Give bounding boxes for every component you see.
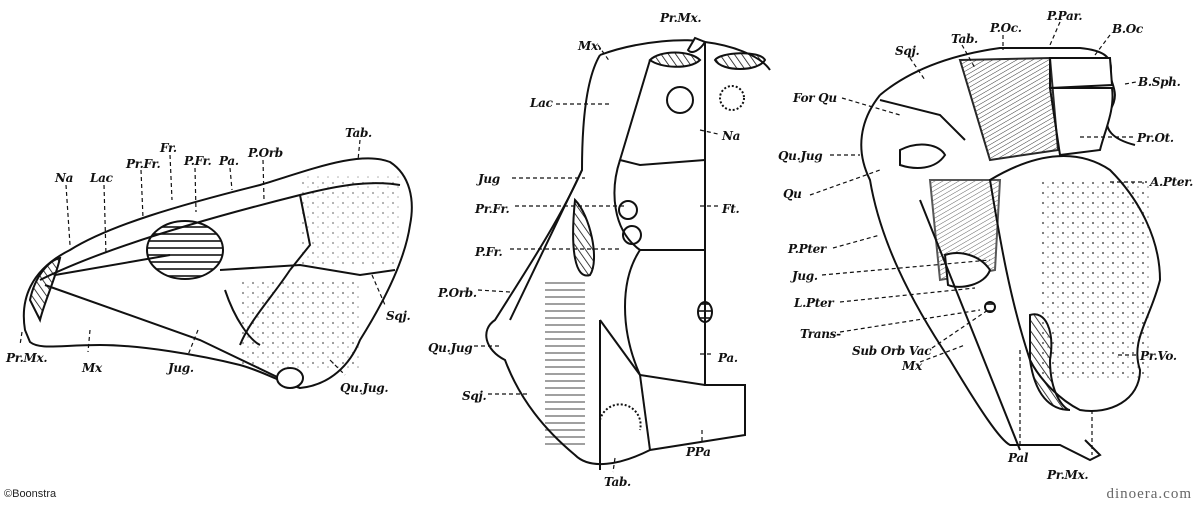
label-parietal: Pa.: [219, 154, 239, 168]
label-basisphenoid: B.Sph.: [1138, 75, 1181, 89]
lateral-skull-view: [19, 139, 413, 390]
label-basioccipital: B.Oc: [1112, 22, 1143, 36]
label-maxilla: Mx.: [578, 39, 602, 53]
label-jugal: Jug.: [168, 361, 194, 375]
ventral-skull-view: [809, 21, 1162, 462]
label-postparietal: PPa: [686, 445, 711, 459]
label-na: Na: [722, 129, 741, 143]
label-quadratojugal: Qu.Jug.: [340, 381, 389, 395]
label-jugal: Jug: [478, 172, 500, 186]
dorsal-skull-view: [474, 36, 771, 473]
label-lateral-pterygoid: L.Pter: [794, 296, 834, 310]
label-parietal: Pa.: [718, 351, 738, 365]
image-credit: ©Boonstra: [4, 488, 57, 500]
label-postfrontal: P.Fr.: [475, 245, 503, 259]
label-premaxilla: Pr.Mx.: [1047, 468, 1089, 482]
label-premaxilla: Pr.Mx.: [6, 351, 48, 365]
label-anterior-pterygoid: A.Pter.: [1150, 175, 1193, 189]
label-tabular: Tab.: [951, 32, 978, 46]
label-quadratojugal: Qu.Jug: [428, 341, 473, 355]
label-prootic: Pr.Ot.: [1137, 131, 1174, 145]
label-posterior-pterygoid: P.Pter: [788, 242, 826, 256]
label-quadrate-foramen: For Qu: [793, 91, 837, 105]
label-prevomer: Pr.Vo.: [1140, 349, 1177, 363]
label-lac: Lac: [90, 171, 113, 185]
label-suborbital-vacuity: Sub Orb Vac: [852, 344, 932, 358]
label-tabular: Tab.: [604, 475, 631, 489]
label-paroccipital: P.Oc.: [990, 21, 1022, 35]
label-frontal: Fr.: [160, 141, 177, 155]
label-quadratojugal: Qu.Jug: [778, 149, 823, 163]
label-prefrontal: Pr.Fr.: [126, 157, 161, 171]
label-transverse: Trans-: [800, 327, 841, 341]
label-prefrontal: Pr.Fr.: [475, 202, 510, 216]
label-squamosal: Sqj.: [462, 389, 487, 403]
label-squamosal: Sqj.: [386, 309, 411, 323]
label-na: Na: [55, 171, 74, 185]
watermark: dinoera.com: [1106, 486, 1192, 502]
label-postparietal: P.Par.: [1047, 9, 1083, 23]
label-quadrate: Qu: [783, 187, 802, 201]
label-postfrontal: P.Fr.: [184, 154, 212, 168]
label-tabular: Tab.: [345, 126, 372, 140]
label-palatine: Pal: [1008, 451, 1029, 465]
label-postorbital: P.Orb: [248, 146, 283, 160]
label-frontal: Ft.: [722, 202, 740, 216]
label-squamosal: Sqj.: [895, 44, 920, 58]
label-maxilla: Mx: [902, 359, 922, 373]
label-postorbital: P.Orb.: [438, 286, 477, 300]
label-jugal: Jug.: [792, 269, 818, 283]
label-maxilla: Mx: [82, 361, 102, 375]
label-lac: Lac: [530, 96, 553, 110]
label-premaxilla: Pr.Mx.: [660, 11, 702, 25]
